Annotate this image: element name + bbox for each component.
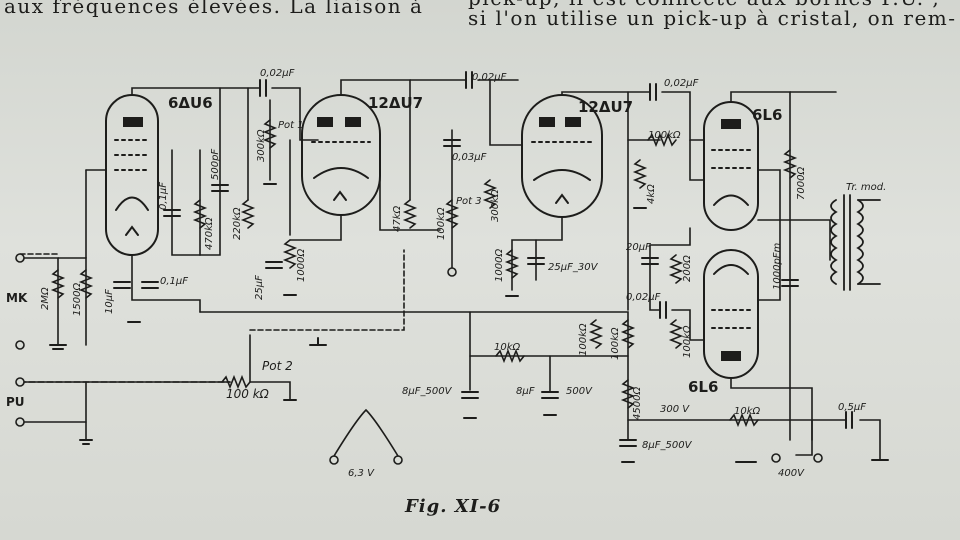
- label-c-01-a: 0,1μF: [158, 182, 169, 210]
- label-r-220k: 220kΩ: [232, 207, 243, 240]
- label-r-1000-b: 1000Ω: [494, 249, 505, 282]
- label-filament: 6,3 V: [348, 468, 375, 479]
- label-pot2: Pot 2: [262, 359, 293, 373]
- label-v300: 300 V: [660, 404, 690, 415]
- label-c-20uf: 20μF: [626, 242, 651, 253]
- label-r-10k-a: 10kΩ: [494, 342, 521, 353]
- wiring: [19, 79, 881, 461]
- terminals: [15, 253, 823, 465]
- label-c-01-b: 0,1μF: [160, 276, 188, 287]
- label-c-003: 0,03μF: [452, 152, 487, 163]
- tube-label-v5: 6L6: [688, 378, 718, 396]
- body-text-right-line-2: si l'on utilise un pick-up à cristal, on…: [468, 6, 957, 30]
- label-r-1500: 1500Ω: [72, 283, 83, 316]
- label-c-002-d: 0,02μF: [626, 292, 661, 303]
- tube-label-v4: 6L6: [752, 106, 782, 124]
- tube-v2: [301, 94, 381, 216]
- label-pot1: Pot 1: [278, 120, 304, 131]
- label-c-05: 0,5μF: [838, 402, 866, 413]
- label-c-25uf-30v: 25μF_30V: [548, 262, 599, 273]
- label-c-002-a: 0,02μF: [260, 68, 295, 79]
- label-r-470k: 470kΩ: [204, 217, 215, 250]
- tube-v5: [703, 249, 759, 379]
- label-c-8uf-500v-a: 8μF_500V: [402, 386, 453, 397]
- label-r-100k-c: 100kΩ: [578, 323, 589, 356]
- capacitors: [113, 71, 853, 447]
- label-c-002-b: 0,02μF: [472, 72, 507, 83]
- tube-label-v3: 12ΔU7: [578, 98, 633, 116]
- label-transformer: Tr. mod.: [846, 182, 886, 193]
- tube-label-v1: 6ΔU6: [168, 94, 213, 112]
- resistors: [50, 119, 798, 428]
- tube-label-v2: 12ΔU7: [368, 94, 423, 112]
- output-transformer: [830, 194, 881, 291]
- label-r-4k: 4kΩ: [646, 184, 657, 204]
- label-r-200: 200Ω: [682, 255, 693, 282]
- label-r-7000: 7000Ω: [796, 167, 807, 200]
- body-text-right-line-1: pick-up, il est connecté aux bornes P.U.…: [468, 0, 941, 10]
- label-c-500v: 500V: [566, 386, 593, 397]
- label-c-1000pf: 1000pFm: [772, 242, 783, 290]
- label-c-8uf-500v-b: 8μF: [516, 386, 535, 397]
- label-pu: PU: [6, 395, 25, 409]
- label-v400: 400V: [778, 468, 805, 479]
- label-c-25uf: 25μF: [254, 275, 265, 300]
- tube-v4: [703, 101, 759, 231]
- label-c-10uf: 10μF: [104, 289, 115, 314]
- label-c-002-c: 0,02μF: [664, 78, 699, 89]
- tube-v1: [105, 94, 159, 256]
- label-pot3: Pot 3: [456, 196, 482, 207]
- label-r-100k-e: 100kΩ: [682, 325, 693, 358]
- label-c-500pf: 500pF: [210, 149, 221, 180]
- label-r-4500: 4500Ω: [632, 387, 643, 420]
- figure-caption: Fig. XI-6: [405, 496, 502, 517]
- label-mk: MK: [6, 291, 28, 305]
- label-r-100k-b: 100kΩ: [648, 130, 681, 141]
- label-c-8uf-500v-c: 8μF_500V: [642, 440, 693, 451]
- body-text-left: aux fréquences élevées. La liaison à: [4, 0, 424, 18]
- label-r-10k-b: 10kΩ: [734, 406, 761, 417]
- label-r-47k: 47kΩ: [392, 205, 403, 232]
- label-r-300k-b: 300kΩ: [490, 189, 501, 222]
- label-pot2-value: 100 kΩ: [226, 387, 270, 401]
- label-r-100k-a: 100kΩ: [436, 207, 447, 240]
- label-r-100k-d: 100kΩ: [610, 327, 621, 360]
- label-r-2m: 2MΩ: [40, 287, 51, 310]
- filament-supply: [333, 408, 399, 457]
- ground-symbols: [49, 183, 889, 463]
- label-r-1000-a: 1000Ω: [296, 249, 307, 282]
- label-r-300k-a: 300kΩ: [256, 129, 267, 162]
